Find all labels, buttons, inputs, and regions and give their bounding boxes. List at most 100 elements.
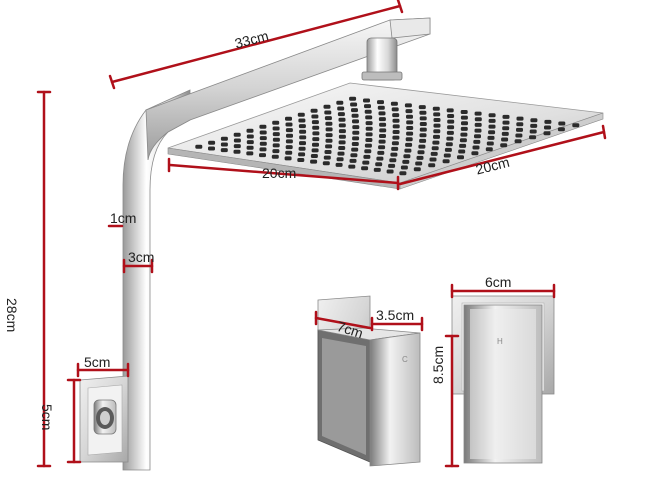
nozzle <box>310 154 318 158</box>
nozzle <box>379 128 387 133</box>
nozzle <box>405 109 413 114</box>
nozzle <box>351 147 359 152</box>
label-base-height: 5cm <box>39 404 55 431</box>
nozzle <box>376 156 384 161</box>
nozzle <box>365 121 373 126</box>
dimension-line-head-depth <box>168 163 400 185</box>
nozzle <box>418 105 426 110</box>
nozzle <box>259 130 267 135</box>
nozzle <box>502 114 510 119</box>
nozzle <box>460 126 468 131</box>
nozzle <box>405 137 413 142</box>
nozzle <box>392 135 400 140</box>
nozzle <box>500 143 508 148</box>
nozzle <box>514 139 522 144</box>
nozzle <box>285 128 293 133</box>
nozzle <box>378 145 386 150</box>
nozzle <box>405 142 413 147</box>
hot-marking: H <box>497 337 503 346</box>
nozzle <box>389 158 397 163</box>
nozzle <box>365 138 373 142</box>
nozzle <box>402 159 410 164</box>
nozzle <box>404 103 412 108</box>
label-base-width: 5cm <box>84 354 111 370</box>
nozzle <box>233 138 241 143</box>
nozzle <box>352 119 359 124</box>
nozzle <box>285 116 292 121</box>
nozzle <box>259 136 267 141</box>
nozzle <box>286 133 293 138</box>
nozzle <box>299 141 306 146</box>
nozzle <box>392 124 400 129</box>
nozzle <box>433 123 441 128</box>
nozzle <box>433 112 441 117</box>
nozzle <box>272 120 280 125</box>
nozzle <box>285 122 293 127</box>
nozzle <box>352 125 360 130</box>
dimension-line-mixer-depth <box>314 316 372 330</box>
label-pipe-thickness: 1cm <box>110 210 137 226</box>
nozzle <box>442 159 450 164</box>
nozzle <box>544 125 551 130</box>
nozzle <box>325 133 333 138</box>
nozzle <box>433 118 441 122</box>
nozzle <box>419 127 427 132</box>
nozzle <box>325 127 333 132</box>
nozzle <box>351 113 359 118</box>
nozzle <box>246 145 254 150</box>
nozzle <box>298 146 306 151</box>
nozzle <box>337 106 345 111</box>
shower-arm <box>122 17 431 471</box>
nozzle <box>246 151 254 156</box>
nozzle <box>406 114 413 119</box>
nozzle <box>474 117 482 122</box>
nozzle <box>310 159 318 164</box>
nozzle <box>297 158 305 162</box>
nozzle <box>325 144 333 149</box>
nozzle <box>501 137 509 142</box>
nozzle <box>446 130 454 135</box>
nozzle <box>488 118 496 123</box>
nozzle <box>233 132 241 137</box>
nozzle <box>352 136 360 141</box>
nozzle <box>413 167 421 172</box>
nozzle <box>272 149 280 154</box>
nozzle <box>220 142 228 147</box>
nozzle <box>325 138 333 143</box>
nozzle <box>310 108 318 113</box>
nozzle <box>365 115 373 120</box>
nozzle <box>363 98 370 103</box>
nozzle <box>461 121 468 126</box>
nozzle <box>364 149 372 154</box>
nozzle <box>324 110 332 115</box>
nozzle <box>298 124 306 129</box>
nozzle <box>349 96 357 101</box>
nozzle <box>445 142 453 147</box>
nozzle <box>488 124 496 129</box>
nozzle <box>365 126 373 131</box>
nozzle <box>474 122 482 127</box>
nozzle <box>284 156 292 161</box>
nozzle <box>433 129 441 134</box>
nozzle <box>272 143 280 148</box>
nozzle <box>337 151 345 156</box>
nozzle <box>459 143 467 148</box>
nozzle <box>364 143 372 148</box>
nozzle <box>311 114 319 119</box>
nozzle <box>459 138 467 143</box>
nozzle <box>399 171 407 176</box>
nozzle <box>388 163 396 168</box>
nozzle <box>373 167 381 172</box>
nozzle <box>322 161 330 166</box>
nozzle <box>208 146 215 151</box>
nozzle <box>431 146 439 151</box>
nozzle <box>429 157 437 162</box>
nozzle <box>432 106 440 111</box>
nozzle <box>336 157 344 162</box>
nozzle <box>338 146 346 150</box>
nozzle <box>311 120 319 125</box>
dimension-tick <box>108 74 116 90</box>
nozzle <box>299 129 307 134</box>
